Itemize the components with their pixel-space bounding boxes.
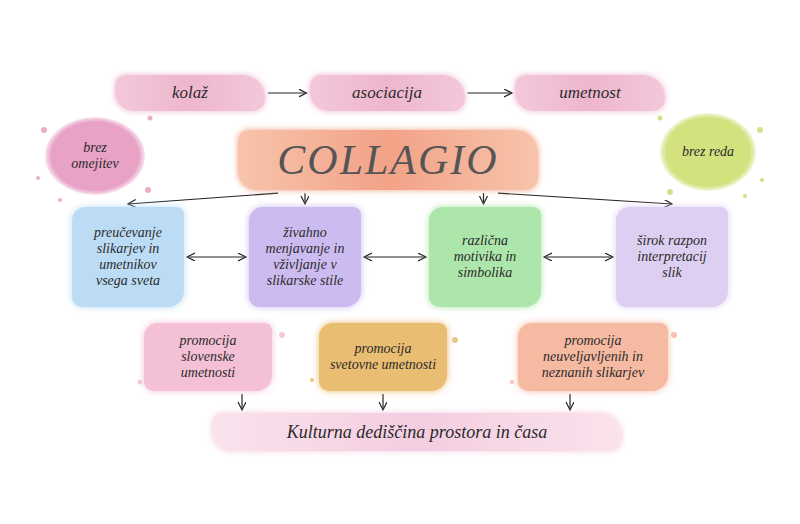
node-text: kolaž: [172, 83, 208, 103]
brush-band: Kulturna dediščina prostora in časa: [212, 413, 622, 451]
node-text: promocija neuveljavljenih in neznanih sl…: [528, 333, 658, 381]
arrow-connector: [498, 193, 672, 204]
watercolor-blob: promocija slovenske umetnosti: [144, 323, 272, 391]
node-text: različna motivika in simbolika: [439, 233, 531, 281]
node-text: živahno menjavanje in vživljanje v slika…: [259, 225, 351, 289]
arrow-connector: [544, 256, 613, 257]
title-band: COLLAGIO: [238, 130, 538, 190]
node-text: promocija svetovne umetnosti: [329, 341, 437, 373]
node-text: brez reda: [682, 144, 734, 160]
arrow-connector: [364, 256, 426, 257]
node-text: promocija slovenske umetnosti: [154, 333, 262, 381]
arrow-connector: [187, 256, 246, 257]
brush-band: asociacija: [310, 75, 465, 111]
watercolor-box: živahno menjavanje in vživljanje v slika…: [249, 207, 361, 307]
node-text: umetnost: [559, 83, 620, 103]
node-text: COLLAGIO: [277, 136, 498, 184]
paint-splat: brez reda: [660, 113, 756, 191]
arrow-connector: [569, 394, 570, 410]
arrow-connector: [483, 193, 484, 204]
watercolor-blob: promocija svetovne umetnosti: [319, 323, 447, 391]
node-text: Kulturna dediščina prostora in časa: [287, 422, 547, 443]
watercolor-box: širok razpon interpretacij slik: [616, 207, 728, 307]
arrow-connector: [268, 92, 307, 93]
arrow-connector: [128, 193, 278, 204]
arrow-connector: [241, 394, 242, 410]
node-text: brez omejitev: [59, 140, 131, 172]
watercolor-box: različna motivika in simbolika: [429, 207, 541, 307]
node-text: preučevanje slikarjev in umetnikov vsega…: [82, 225, 174, 289]
node-text: širok razpon interpretacij slik: [626, 233, 718, 281]
arrow-connector: [304, 193, 305, 204]
paint-splat: brez omejitev: [45, 117, 145, 195]
brush-band: umetnost: [515, 75, 665, 111]
watercolor-blob: promocija neuveljavljenih in neznanih sl…: [518, 323, 668, 391]
arrow-connector: [382, 394, 383, 410]
node-text: asociacija: [352, 83, 422, 103]
brush-band: kolaž: [115, 75, 265, 111]
watercolor-box: preučevanje slikarjev in umetnikov vsega…: [72, 207, 184, 307]
arrow-connector: [468, 92, 513, 93]
